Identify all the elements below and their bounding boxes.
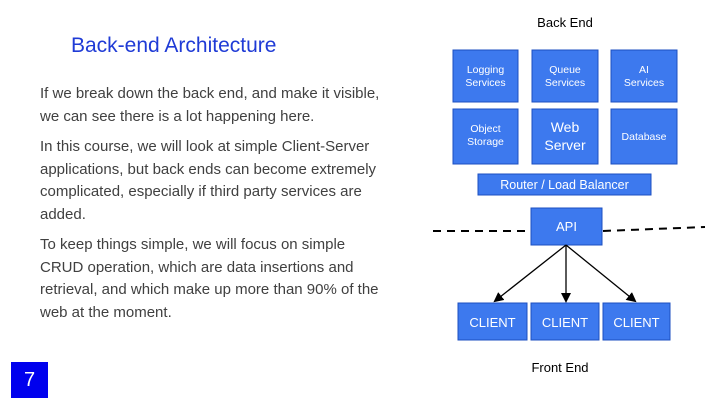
client-box-2: CLIENT — [530, 302, 600, 341]
boundary-line-right — [602, 226, 706, 232]
queue-services-line1: Queue — [549, 64, 581, 76]
logging-services-box: Logging Services — [452, 49, 519, 103]
object-storage-line2: Storage — [467, 136, 504, 148]
ai-services-line2: Services — [624, 77, 664, 89]
database-label: Database — [622, 131, 667, 143]
page-number: 7 — [11, 362, 48, 398]
paragraph-crud: To keep things simple, we will focus on … — [40, 236, 379, 321]
object-storage-box: Object Storage — [452, 108, 519, 165]
front-end-label: Front End — [531, 360, 588, 375]
web-server-line2: Server — [544, 137, 586, 153]
api-box: API — [530, 207, 603, 246]
logging-services-line1: Logging — [467, 64, 505, 76]
back-end-label: Back End — [537, 15, 593, 30]
queue-services-line2: Services — [545, 77, 585, 89]
ai-services-box: AI Services — [610, 49, 678, 103]
queue-services-box: Queue Services — [531, 49, 599, 103]
ai-services-line1: AI — [639, 64, 649, 76]
arrow-api-to-client-1 — [493, 244, 567, 303]
api-label: API — [556, 219, 577, 234]
router-load-balancer-label: Router / Load Balancer — [500, 178, 629, 192]
paragraph-course: In this course, we will look at simple C… — [40, 138, 377, 223]
client-label-2: CLIENT — [542, 315, 588, 330]
paragraph-intro: If we break down the back end, and make … — [40, 85, 380, 125]
logging-services-line2: Services — [465, 77, 505, 89]
client-box-1: CLIENT — [457, 302, 528, 341]
body-text: If we break down the back end, and make … — [40, 83, 385, 332]
web-server-box: Web Server — [531, 108, 599, 165]
router-load-balancer-box: Router / Load Balancer — [477, 173, 652, 196]
client-label-1: CLIENT — [469, 315, 515, 330]
client-box-3: CLIENT — [602, 302, 671, 341]
object-storage-line1: Object — [470, 123, 500, 135]
database-box: Database — [610, 108, 678, 165]
arrow-api-to-client-3 — [565, 244, 637, 303]
slide-title: Back-end Architecture — [71, 34, 277, 57]
web-server-line1: Web — [551, 119, 580, 135]
client-label-3: CLIENT — [613, 315, 659, 330]
